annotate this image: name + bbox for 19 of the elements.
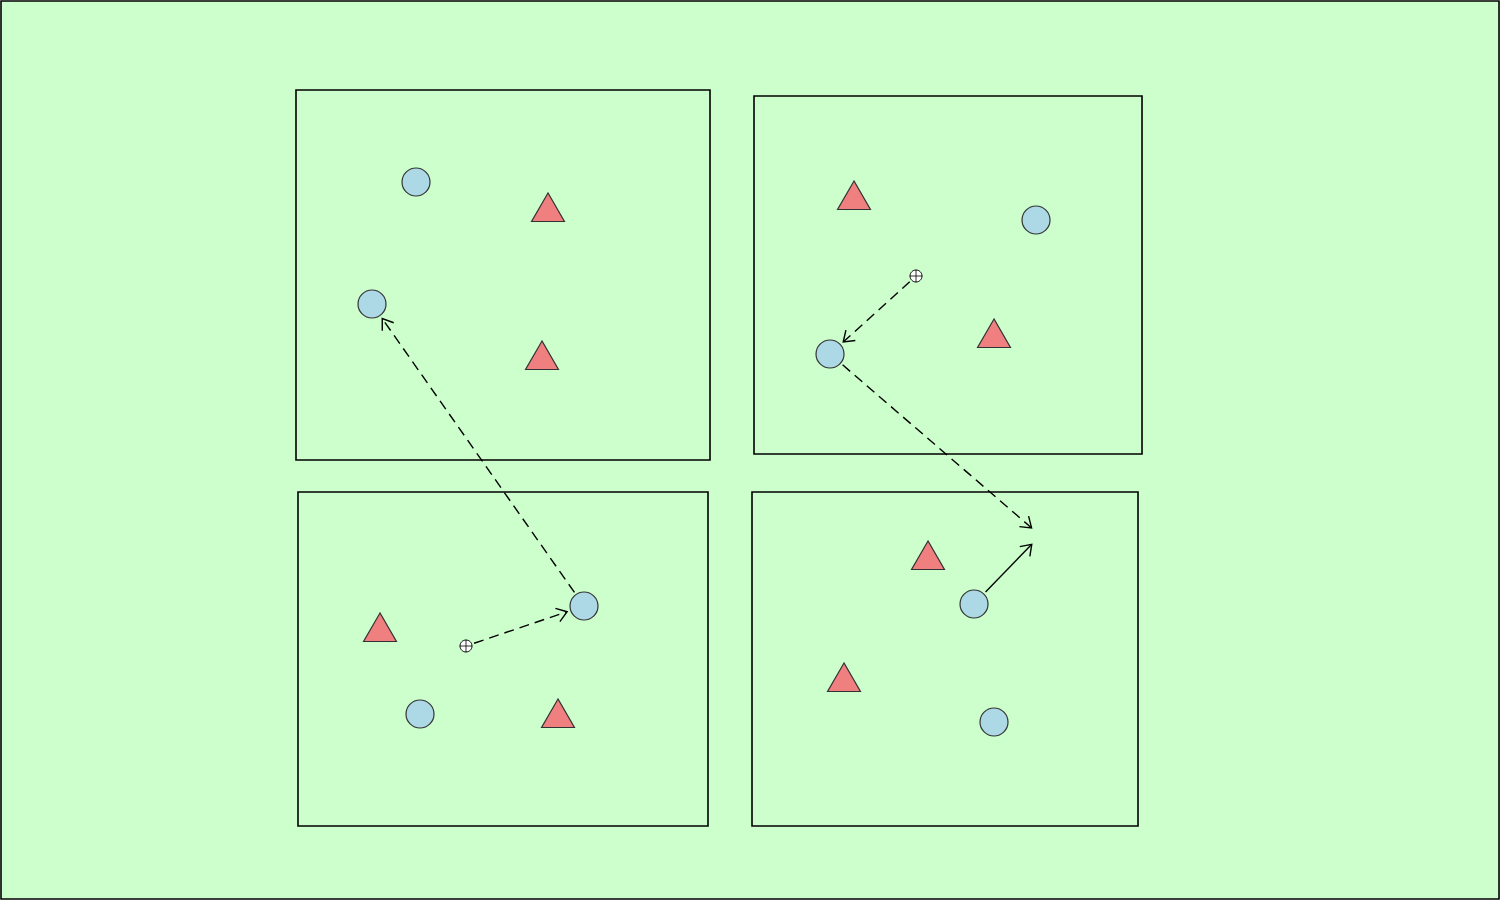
player-circle — [1021, 205, 1051, 235]
pitch-box — [297, 491, 709, 827]
ball-icon — [459, 639, 473, 653]
pass-arrow — [473, 607, 569, 644]
pitch-box — [295, 89, 711, 461]
pitch-box — [753, 95, 1143, 455]
ball-icon — [909, 269, 923, 283]
player-circle — [569, 591, 599, 621]
player-circle — [401, 167, 431, 197]
player-circle — [405, 699, 435, 729]
player-circle — [979, 707, 1009, 737]
pass-arrow — [842, 281, 911, 343]
pitch-box — [751, 491, 1139, 827]
pass-arrow — [984, 543, 1033, 593]
player-circle — [815, 339, 845, 369]
pass-arrow — [381, 317, 576, 594]
pass-arrow — [841, 364, 1033, 529]
player-circle — [357, 289, 387, 319]
player-circle — [959, 589, 989, 619]
